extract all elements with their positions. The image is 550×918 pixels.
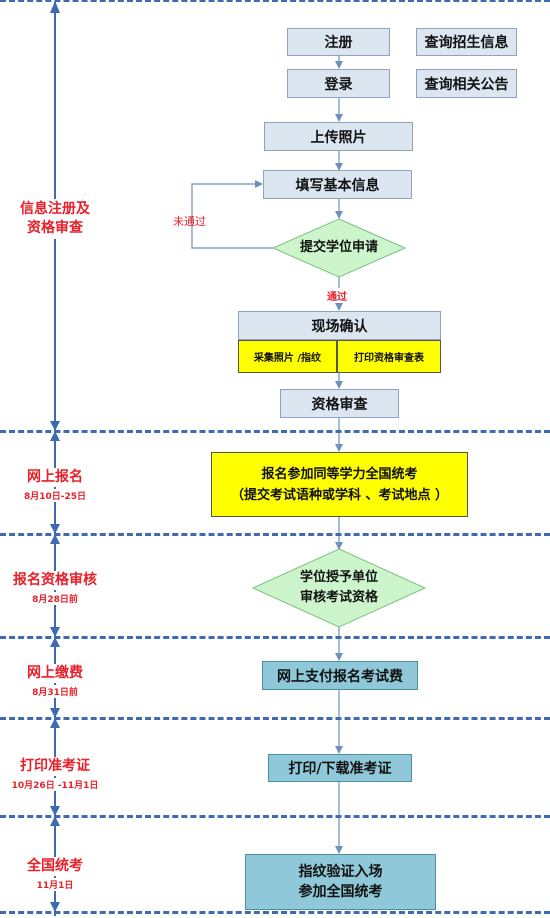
passed-label: 通过	[327, 288, 347, 303]
stage-date-admission-ticket: 10月26日 -11月1日	[0, 778, 110, 791]
submit-diamond	[271, 218, 407, 278]
query-enroll-box: 查询招生信息	[416, 28, 517, 56]
qualification-review-box: 资格审查	[280, 389, 399, 418]
fill-info-box: 填写基本信息	[263, 170, 412, 199]
upload-photo-box: 上传照片	[264, 122, 413, 151]
separator-line	[0, 0, 550, 2]
print-review-form-box: 打印资格审查表	[337, 340, 441, 373]
query-notice-box: 查询相关公告	[416, 69, 517, 98]
review-diamond	[251, 548, 427, 628]
stage-title-national-exam: 全国统考	[0, 857, 110, 876]
stage-title-admission-ticket: 打印准考证	[0, 757, 110, 776]
stage-title-qualification-review: 报名资格审核	[0, 571, 110, 590]
register-box: 注册	[287, 28, 390, 56]
login-box: 登录	[287, 69, 390, 98]
stage-date-online-signup: 8月10日-25日	[0, 489, 110, 502]
stage-title-registration: 信息注册及 资格审查	[0, 199, 110, 239]
not-passed-label: 未通过	[173, 215, 206, 228]
stage-date-national-exam: 11月1日	[0, 878, 110, 891]
signup-exam-box: 报名参加同等学力全国统考 （提交考试语种或学科 、考试地点 ）	[211, 452, 468, 517]
collect-photo-box: 采集照片 /指纹	[238, 340, 337, 373]
stage-title-online-signup: 网上报名	[0, 468, 110, 487]
print-ticket-box: 打印/下载准考证	[268, 754, 412, 782]
separator-line	[0, 911, 550, 914]
separator-line	[0, 815, 550, 818]
separator-line	[0, 533, 550, 536]
submit-application-label: 提交学位申请	[299, 240, 378, 255]
stage-date-qualification-review: 8月28日前	[0, 592, 110, 605]
separator-line	[0, 636, 550, 639]
separator-line	[0, 430, 550, 433]
separator-line	[0, 717, 550, 720]
timeline-tick-arrows	[50, 421, 60, 912]
fingerprint-entry-box: 指纹验证入场 参加全国统考	[245, 854, 436, 910]
stage-date-payment: 8月31日前	[0, 685, 110, 698]
institution-review-label: 学位授予单位 审核考试资格	[299, 570, 378, 605]
pay-fee-box: 网上支付报名考试费	[262, 661, 418, 690]
onsite-confirm-box: 现场确认	[238, 311, 441, 340]
stage-title-payment: 网上缴费	[0, 664, 110, 683]
